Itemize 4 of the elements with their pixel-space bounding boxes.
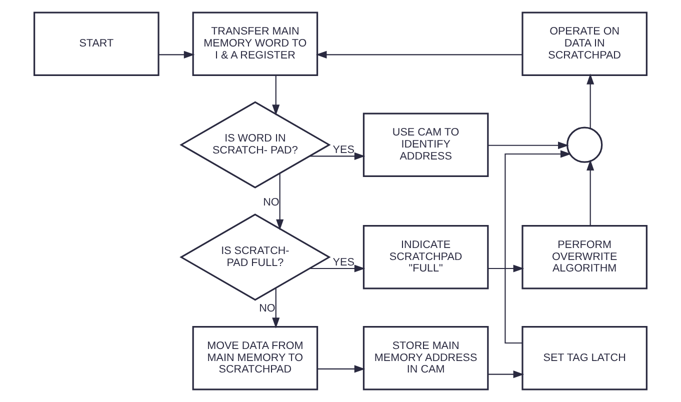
edge-label: NO [259, 302, 276, 315]
edge-label: NO [263, 196, 280, 208]
edge-label: YES [332, 144, 354, 156]
edge-label: YES [332, 256, 354, 268]
